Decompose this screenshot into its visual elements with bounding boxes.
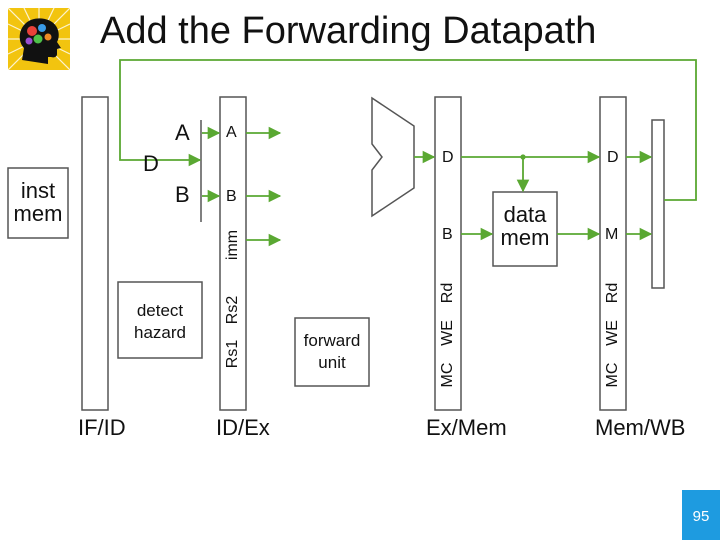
exmem-b-label: B <box>442 226 453 243</box>
stage-if-id-label: IF/ID <box>78 415 126 440</box>
detect-hazard-line2: hazard <box>134 323 186 342</box>
memwb-we-label: WE <box>604 320 621 346</box>
id-ex-register <box>219 96 247 411</box>
forward-unit-line2: unit <box>318 353 346 372</box>
inst-mem-line1: inst <box>20 178 56 203</box>
exmem-mc-label: MC <box>439 362 456 388</box>
forward-unit-label: forward unit <box>295 330 369 374</box>
detect-hazard-line1: detect <box>136 301 184 320</box>
writeback-feedback-wire <box>119 59 697 201</box>
idex-b-label: B <box>226 188 237 205</box>
exmem-rd-label: Rd <box>439 282 456 304</box>
page-number-badge: 95 <box>682 490 720 540</box>
forward-unit-line1: forward <box>303 331 361 350</box>
inst-mem-block <box>7 167 69 239</box>
brain-head-logo-icon <box>8 8 70 70</box>
memwb-mc-label: MC <box>604 362 621 388</box>
page-number: 95 <box>692 508 710 525</box>
forward-unit-block <box>294 317 370 387</box>
ex-mem-register <box>434 96 462 411</box>
slide-title: Add the Forwarding Datapath <box>100 10 597 52</box>
exmem-we-label: WE <box>439 320 456 346</box>
idex-rs1-label: Rs1 <box>224 339 241 369</box>
detect-hazard-block <box>117 281 203 359</box>
detect-hazard-label: detect hazard <box>118 300 202 344</box>
exmem-d-label: D <box>442 149 454 166</box>
data-mem-label: data mem <box>493 203 557 249</box>
idex-imm-label: imm <box>224 229 241 261</box>
regfile-a-label: A <box>175 120 190 145</box>
stage-ex-mem-label: Ex/Mem <box>426 415 507 440</box>
wire-junction-dot <box>520 154 526 160</box>
if-id-register <box>81 96 109 411</box>
data-mem-block <box>492 191 558 267</box>
idex-a-label: A <box>226 124 237 141</box>
memwb-rd-label: Rd <box>604 282 621 304</box>
stage-mem-wb-label: Mem/WB <box>595 415 686 440</box>
writeback-mux <box>651 119 665 289</box>
alu-shape <box>371 96 415 218</box>
regfile-d-label: D <box>143 151 159 176</box>
stage-id-ex-label: ID/Ex <box>216 415 270 440</box>
memwb-m-label: M <box>605 226 619 243</box>
mem-wb-register <box>599 96 627 411</box>
data-mem-line2: mem <box>500 225 550 250</box>
inst-mem-line2: mem <box>13 201 63 226</box>
regfile-b-label: B <box>175 182 190 207</box>
inst-mem-label: inst mem <box>8 179 68 225</box>
memwb-d-label: D <box>607 149 619 166</box>
data-mem-line1: data <box>503 202 547 227</box>
idex-rs2-label: Rs2 <box>224 295 241 325</box>
